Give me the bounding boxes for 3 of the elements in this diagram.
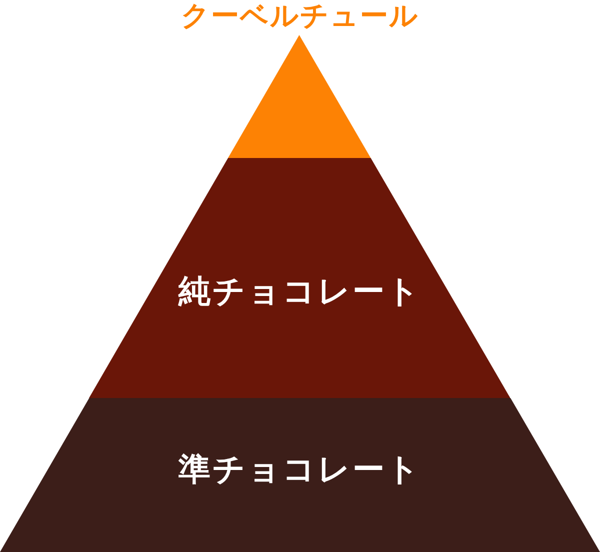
tier-heading: クーベルチュール: [181, 2, 419, 30]
tier-label: 純チョコレート: [178, 275, 422, 307]
tier-label: 準チョコレート: [178, 453, 422, 485]
